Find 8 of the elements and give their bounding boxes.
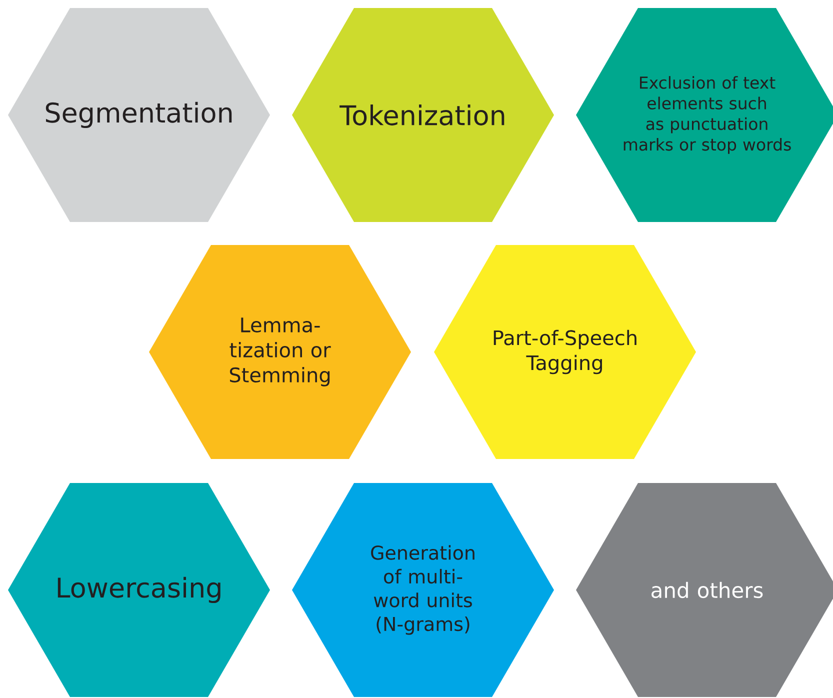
hexagon: Generation of multi- word units (N-grams): [292, 483, 554, 697]
hexagon: Tokenization: [292, 8, 554, 222]
hexagon: Lowercasing: [8, 483, 270, 697]
hexagon: and others: [576, 483, 833, 697]
hexagon: Exclusion of text elements such as punctuation marks or stop words: [576, 8, 833, 222]
hexagon: Part-of-Speech Tagging: [434, 245, 696, 459]
hexagon: Lemma- tization or Stemming: [149, 245, 411, 459]
hexagon: Segmentation: [8, 8, 270, 222]
